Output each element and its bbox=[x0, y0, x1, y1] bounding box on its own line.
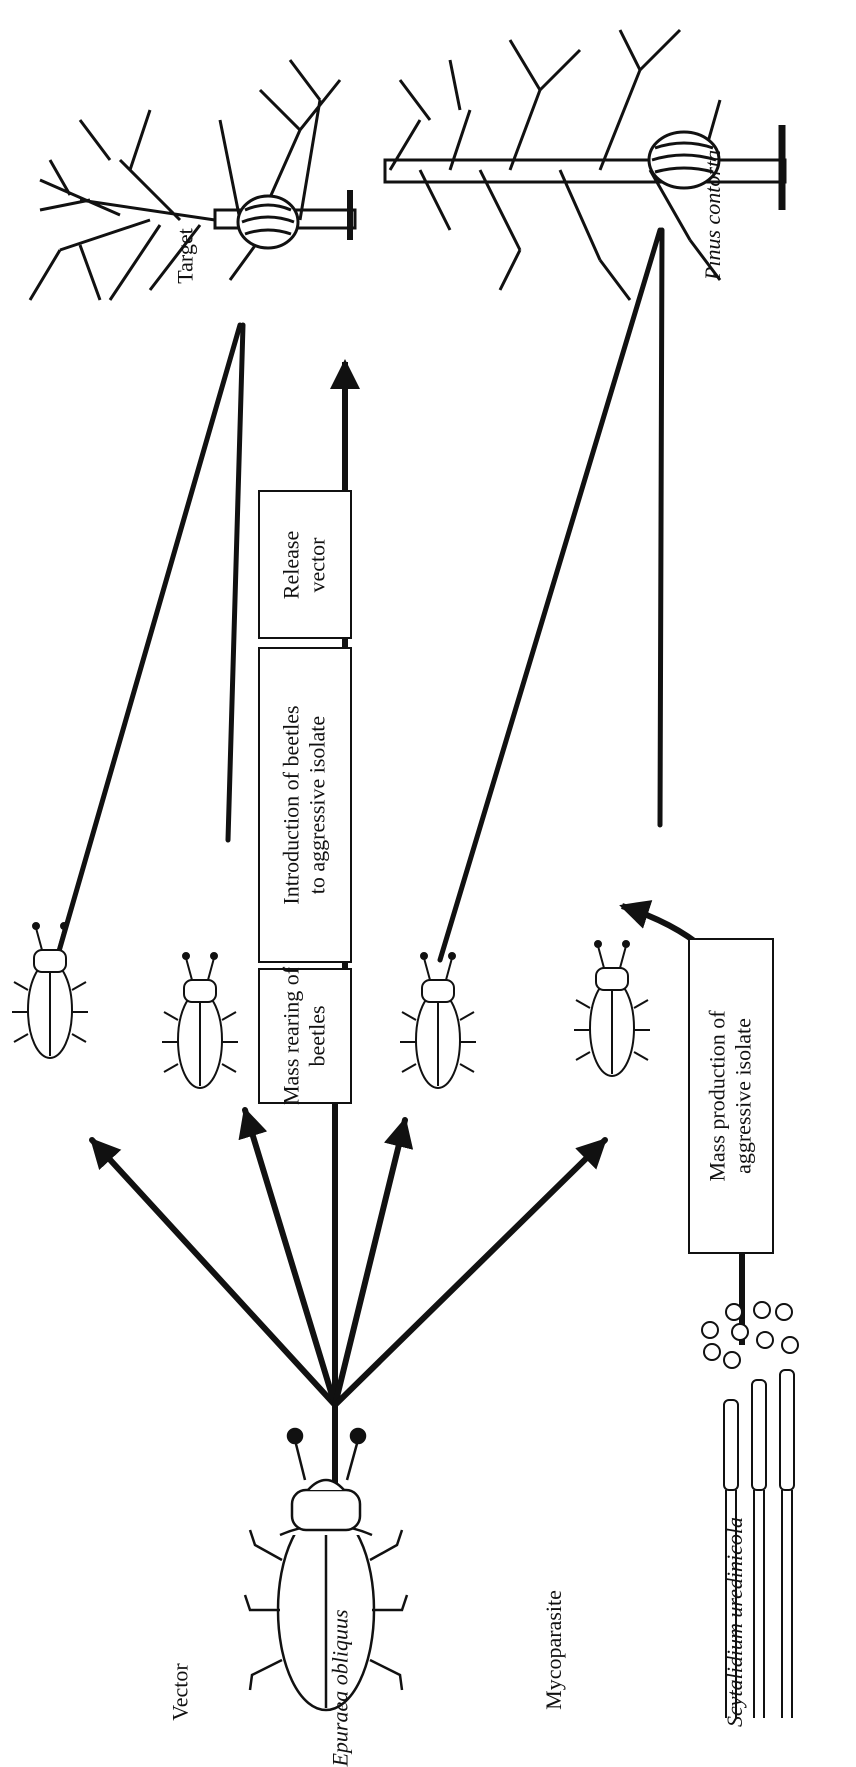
vector-beetle-illustration bbox=[243, 1427, 409, 1712]
mass-production-box: Mass production of aggressive isolate bbox=[688, 938, 774, 1254]
beetle-1 bbox=[12, 922, 88, 1059]
mass-rearing-box: Mass rearing of beetles bbox=[258, 967, 352, 1105]
arrow-to-beetle-1 bbox=[89, 1137, 338, 1408]
vector-species-label: Epuraea obliquus bbox=[327, 1609, 353, 1767]
beetle-3 bbox=[400, 952, 476, 1089]
target-species-label: Pinus contorta bbox=[700, 149, 726, 281]
release-line-1: Release bbox=[278, 530, 304, 599]
beetle-4 bbox=[574, 940, 650, 1077]
spores bbox=[701, 1301, 799, 1369]
arrow-to-beetle-3 bbox=[332, 1117, 414, 1408]
introduction-line-1: Introduction of beetles bbox=[278, 705, 304, 905]
wedge-bottom-inner bbox=[657, 227, 665, 828]
mycoparasite-species-label: Scytalidium uredinicola bbox=[721, 1517, 747, 1727]
perspective-lines bbox=[39, 227, 665, 1013]
small-beetles bbox=[12, 922, 650, 1089]
release-vector-box: Release vector bbox=[258, 490, 352, 639]
wedge-top-inner bbox=[225, 322, 246, 843]
mass-rearing-line-1: Mass rearing of bbox=[278, 966, 304, 1106]
vector-label: Vector bbox=[167, 1663, 193, 1721]
mass-production-text: Mass production of aggressive isolate bbox=[705, 1010, 758, 1181]
introduction-line-2: to aggressive isolate bbox=[305, 715, 330, 895]
pinus-contorta-illustration bbox=[383, 28, 787, 301]
hypha-3 bbox=[779, 1369, 795, 1718]
mass-production-line-2: aggressive isolate bbox=[731, 1018, 756, 1174]
arrow-to-beetle-2 bbox=[238, 1107, 338, 1408]
introduction-box: Introduction of beetles to aggressive is… bbox=[258, 647, 352, 963]
wedge-top-outer bbox=[39, 322, 243, 1013]
hypha-1 bbox=[723, 1399, 739, 1718]
beetle-2 bbox=[162, 952, 238, 1089]
mass-rearing-line-2: beetles bbox=[305, 1005, 330, 1067]
mycoparasite-illustration bbox=[701, 1301, 799, 1718]
release-line-2: vector bbox=[305, 537, 330, 592]
mass-rearing-text: Mass rearing of beetles bbox=[279, 967, 332, 1105]
fan-arrows bbox=[89, 1097, 608, 1488]
target-tree-illustration bbox=[28, 59, 357, 301]
mycoparasite-label: Mycoparasite bbox=[540, 1590, 566, 1710]
mass-production-line-1: Mass production of bbox=[704, 1010, 730, 1182]
introduction-text: Introduction of beetles to aggressive is… bbox=[279, 705, 332, 904]
release-vector-text: Release vector bbox=[279, 530, 332, 598]
wedge-bottom-outer bbox=[437, 227, 663, 963]
hypha-2 bbox=[751, 1379, 767, 1718]
target-label: Target bbox=[172, 228, 198, 284]
arrow-to-beetle-4 bbox=[332, 1137, 608, 1408]
